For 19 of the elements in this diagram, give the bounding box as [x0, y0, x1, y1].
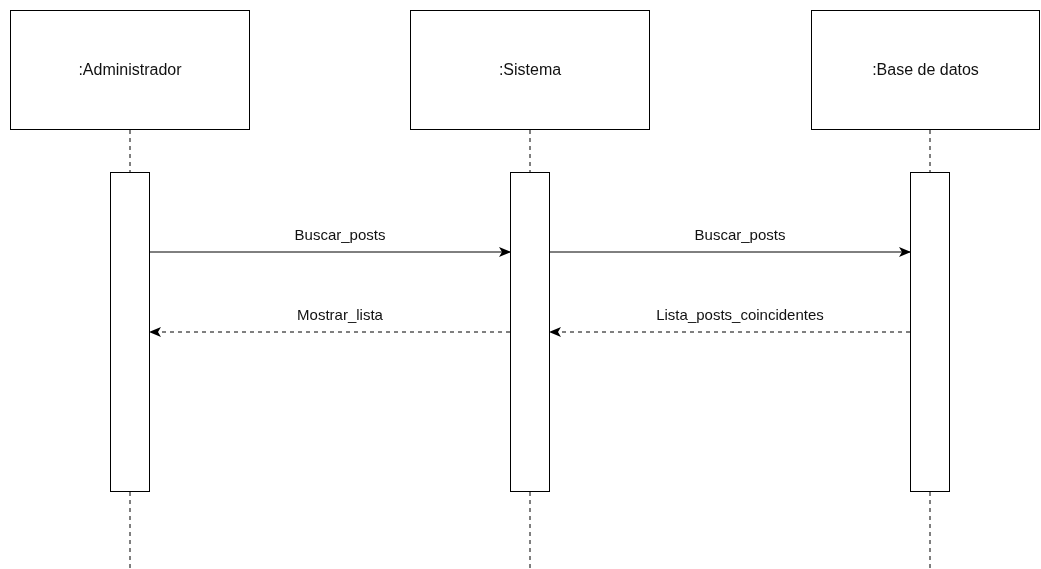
- lifeline: [929, 129, 931, 173]
- activation-bar: [910, 172, 950, 492]
- lifeline: [529, 129, 531, 173]
- lifeline: [129, 491, 131, 569]
- activation-bar: [110, 172, 150, 492]
- lifeline: [929, 491, 931, 569]
- message-arrow: [549, 247, 911, 257]
- participant-name: :Administrador: [78, 60, 182, 80]
- participant-name: :Sistema: [498, 60, 562, 80]
- activation-bar: [510, 172, 550, 492]
- lifeline: [129, 129, 131, 173]
- message-arrow: [149, 327, 511, 337]
- lifeline: [529, 491, 531, 569]
- lifeline-header-box: [811, 10, 1040, 130]
- lifeline-header-box: [10, 10, 250, 130]
- message-arrow: [549, 327, 911, 337]
- message-arrow: [149, 247, 511, 257]
- participant-name: :Base de datos: [872, 60, 979, 80]
- lifeline-header-box: [410, 10, 650, 130]
